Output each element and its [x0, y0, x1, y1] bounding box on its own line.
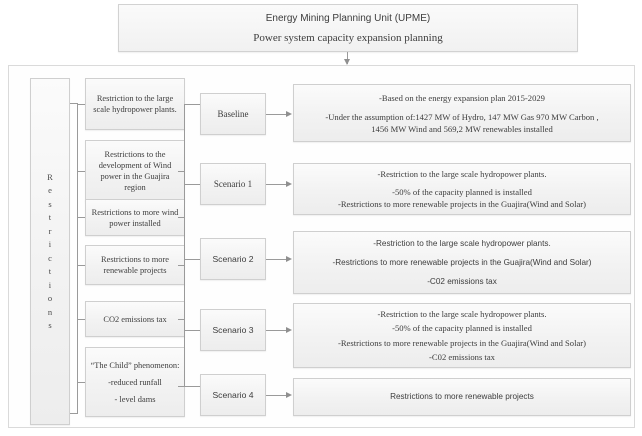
desc-arrow-line-3	[266, 330, 287, 331]
vletter-9: o	[47, 293, 53, 303]
vletter-7: t	[48, 266, 52, 276]
scenario-box-baseline[interactable]: Baseline	[200, 93, 266, 135]
desc-arrow-line-2	[266, 259, 287, 260]
description-box-scenario-4: Restrictions to more renewable projects	[293, 378, 631, 416]
description-box-baseline: -Based on the energy expansion plan 2015…	[293, 84, 631, 142]
scenario2-desc-line2: -Restrictions to more renewable projects…	[332, 257, 592, 267]
restriction-connector-5	[77, 319, 86, 320]
restriction-box-child-phenomenon: “The Child” phenomenon: -reduced runfall…	[85, 347, 185, 417]
restrictions-bus-line	[77, 103, 78, 413]
vletter-6: c	[48, 252, 52, 263]
restriction-connector-3	[77, 217, 86, 218]
desc-arrow-line-0	[266, 114, 287, 115]
restriction-connector-6	[77, 382, 86, 383]
scenario3-desc-line3: -Restrictions to more renewable projects…	[337, 337, 587, 348]
desc-arrow-icon-1	[286, 180, 292, 187]
scenario1-desc-line3: -Restrictions to more renewable projects…	[337, 199, 587, 209]
scenario-feed-1	[185, 184, 201, 185]
scenario-bus-line	[184, 104, 185, 386]
scenario4-desc-line1: Restrictions to more renewable projects	[390, 392, 534, 401]
restriction-text-1: Restriction to the large scale hydropowe…	[93, 94, 177, 114]
scenario3-desc-line2: -50% of the capacity planned is installe…	[392, 323, 532, 334]
desc-arrow-icon-2	[286, 255, 292, 262]
vletter-2: s	[48, 198, 52, 209]
restriction-connector-1	[77, 104, 86, 105]
scenario-label-baseline: Baseline	[217, 109, 249, 119]
restriction-out-3	[178, 217, 185, 218]
restriction-box-more-wind: Restrictions to more wind power installe…	[85, 199, 185, 236]
restriction-out-2	[178, 171, 185, 172]
restriction-box-wind-guajira: Restrictions to the development of Wind …	[85, 140, 185, 202]
scenario-box-2[interactable]: Scenario 2	[200, 238, 266, 280]
restriction-text-6-line3: - level dams	[114, 394, 156, 404]
scenario-box-4[interactable]: Scenario 4	[200, 374, 266, 416]
baseline-desc-line3: 1456 MW Wind and 569,2 MW renewables ins…	[371, 123, 553, 134]
vletter-0: R	[47, 171, 53, 182]
scenario2-desc-line3: -C02 emissions tax	[427, 276, 497, 286]
restriction-out-6	[178, 386, 185, 387]
description-box-scenario-2: -Restriction to the large scale hydropow…	[293, 231, 631, 294]
desc-arrow-icon-3	[286, 326, 292, 333]
baseline-desc-line1: -Based on the energy expansion plan 2015…	[379, 92, 545, 103]
restriction-box-more-renewables: Restrictions to more renewable projects	[85, 245, 185, 285]
scenario-label-1: Scenario 1	[213, 179, 253, 189]
header-subtitle: Power system capacity expansion planning	[253, 31, 443, 44]
restrictions-label-box: R e s t r i c t i o n s	[30, 78, 70, 425]
desc-arrow-icon-4	[286, 391, 292, 398]
scenario-feed-2	[185, 259, 201, 260]
desc-arrow-line-4	[266, 395, 287, 396]
vletter-1: e	[48, 185, 52, 195]
restrictions-bus-stub-bottom	[70, 413, 78, 414]
scenario1-desc-line1: -Restriction to the large scale hydropow…	[377, 169, 547, 179]
restriction-text-4: Restrictions to more renewable projects	[101, 255, 169, 275]
restriction-text-5: CO2 emissions tax	[103, 314, 167, 324]
header-connector-arrow-icon	[343, 59, 350, 65]
scenario3-desc-line4: -C02 emissions tax	[429, 351, 495, 362]
header-connector-line	[347, 52, 348, 64]
scenario3-desc-line1: -Restriction to the large scale hydropow…	[377, 309, 547, 319]
scenario-box-1[interactable]: Scenario 1	[200, 163, 266, 205]
scenario-label-3: Scenario 3	[212, 325, 254, 335]
scenario2-desc-line1: -Restriction to the large scale hydropow…	[373, 238, 551, 248]
scenario-box-3[interactable]: Scenario 3	[200, 309, 266, 351]
restriction-text-2: Restrictions to the development of Wind …	[98, 150, 172, 192]
scenario-label-2: Scenario 2	[212, 254, 254, 264]
desc-arrow-line-1	[266, 184, 287, 185]
baseline-desc-line2: -Under the assumption of:1427 MW of Hydr…	[325, 111, 599, 122]
vletter-8: i	[48, 279, 52, 290]
restrictions-bus-stub-top	[70, 103, 78, 104]
vletter-5: i	[48, 239, 52, 249]
restriction-connector-2	[77, 171, 86, 172]
restriction-text-6-line1: “The Child” phenomenon:	[90, 360, 180, 370]
organization-title: Energy Mining Planning Unit (UPME)	[265, 12, 431, 24]
restriction-connector-4	[77, 265, 86, 266]
restriction-out-5	[178, 319, 185, 320]
vletter-3: t	[48, 212, 52, 222]
vletter-11: s	[48, 320, 52, 330]
description-box-scenario-3: -Restriction to the large scale hydropow…	[293, 303, 631, 368]
restriction-out-4	[178, 265, 185, 266]
restriction-text-6-line2: -reduced runfall	[108, 377, 162, 387]
scenario-feed-4	[185, 386, 201, 387]
header-box: Energy Mining Planning Unit (UPME) Power…	[118, 4, 578, 52]
scenario1-desc-line2: -50% of the capacity planned is installe…	[392, 187, 532, 197]
scenario-feed-baseline	[185, 104, 201, 105]
description-box-scenario-1: -Restriction to the large scale hydropow…	[293, 163, 631, 215]
restriction-box-hydropower: Restriction to the large scale hydropowe…	[85, 78, 185, 130]
scenario-label-4: Scenario 4	[212, 390, 254, 400]
restrictions-vertical-label: R e s t r i c t i o n s	[47, 171, 53, 333]
desc-arrow-icon-0	[286, 110, 292, 117]
restriction-box-co2-tax: CO2 emissions tax	[85, 301, 185, 337]
vletter-10: n	[47, 306, 53, 317]
vletter-4: r	[48, 225, 52, 236]
restriction-text-3: Restrictions to more wind power installe…	[91, 207, 179, 228]
scenario-feed-3	[185, 330, 201, 331]
